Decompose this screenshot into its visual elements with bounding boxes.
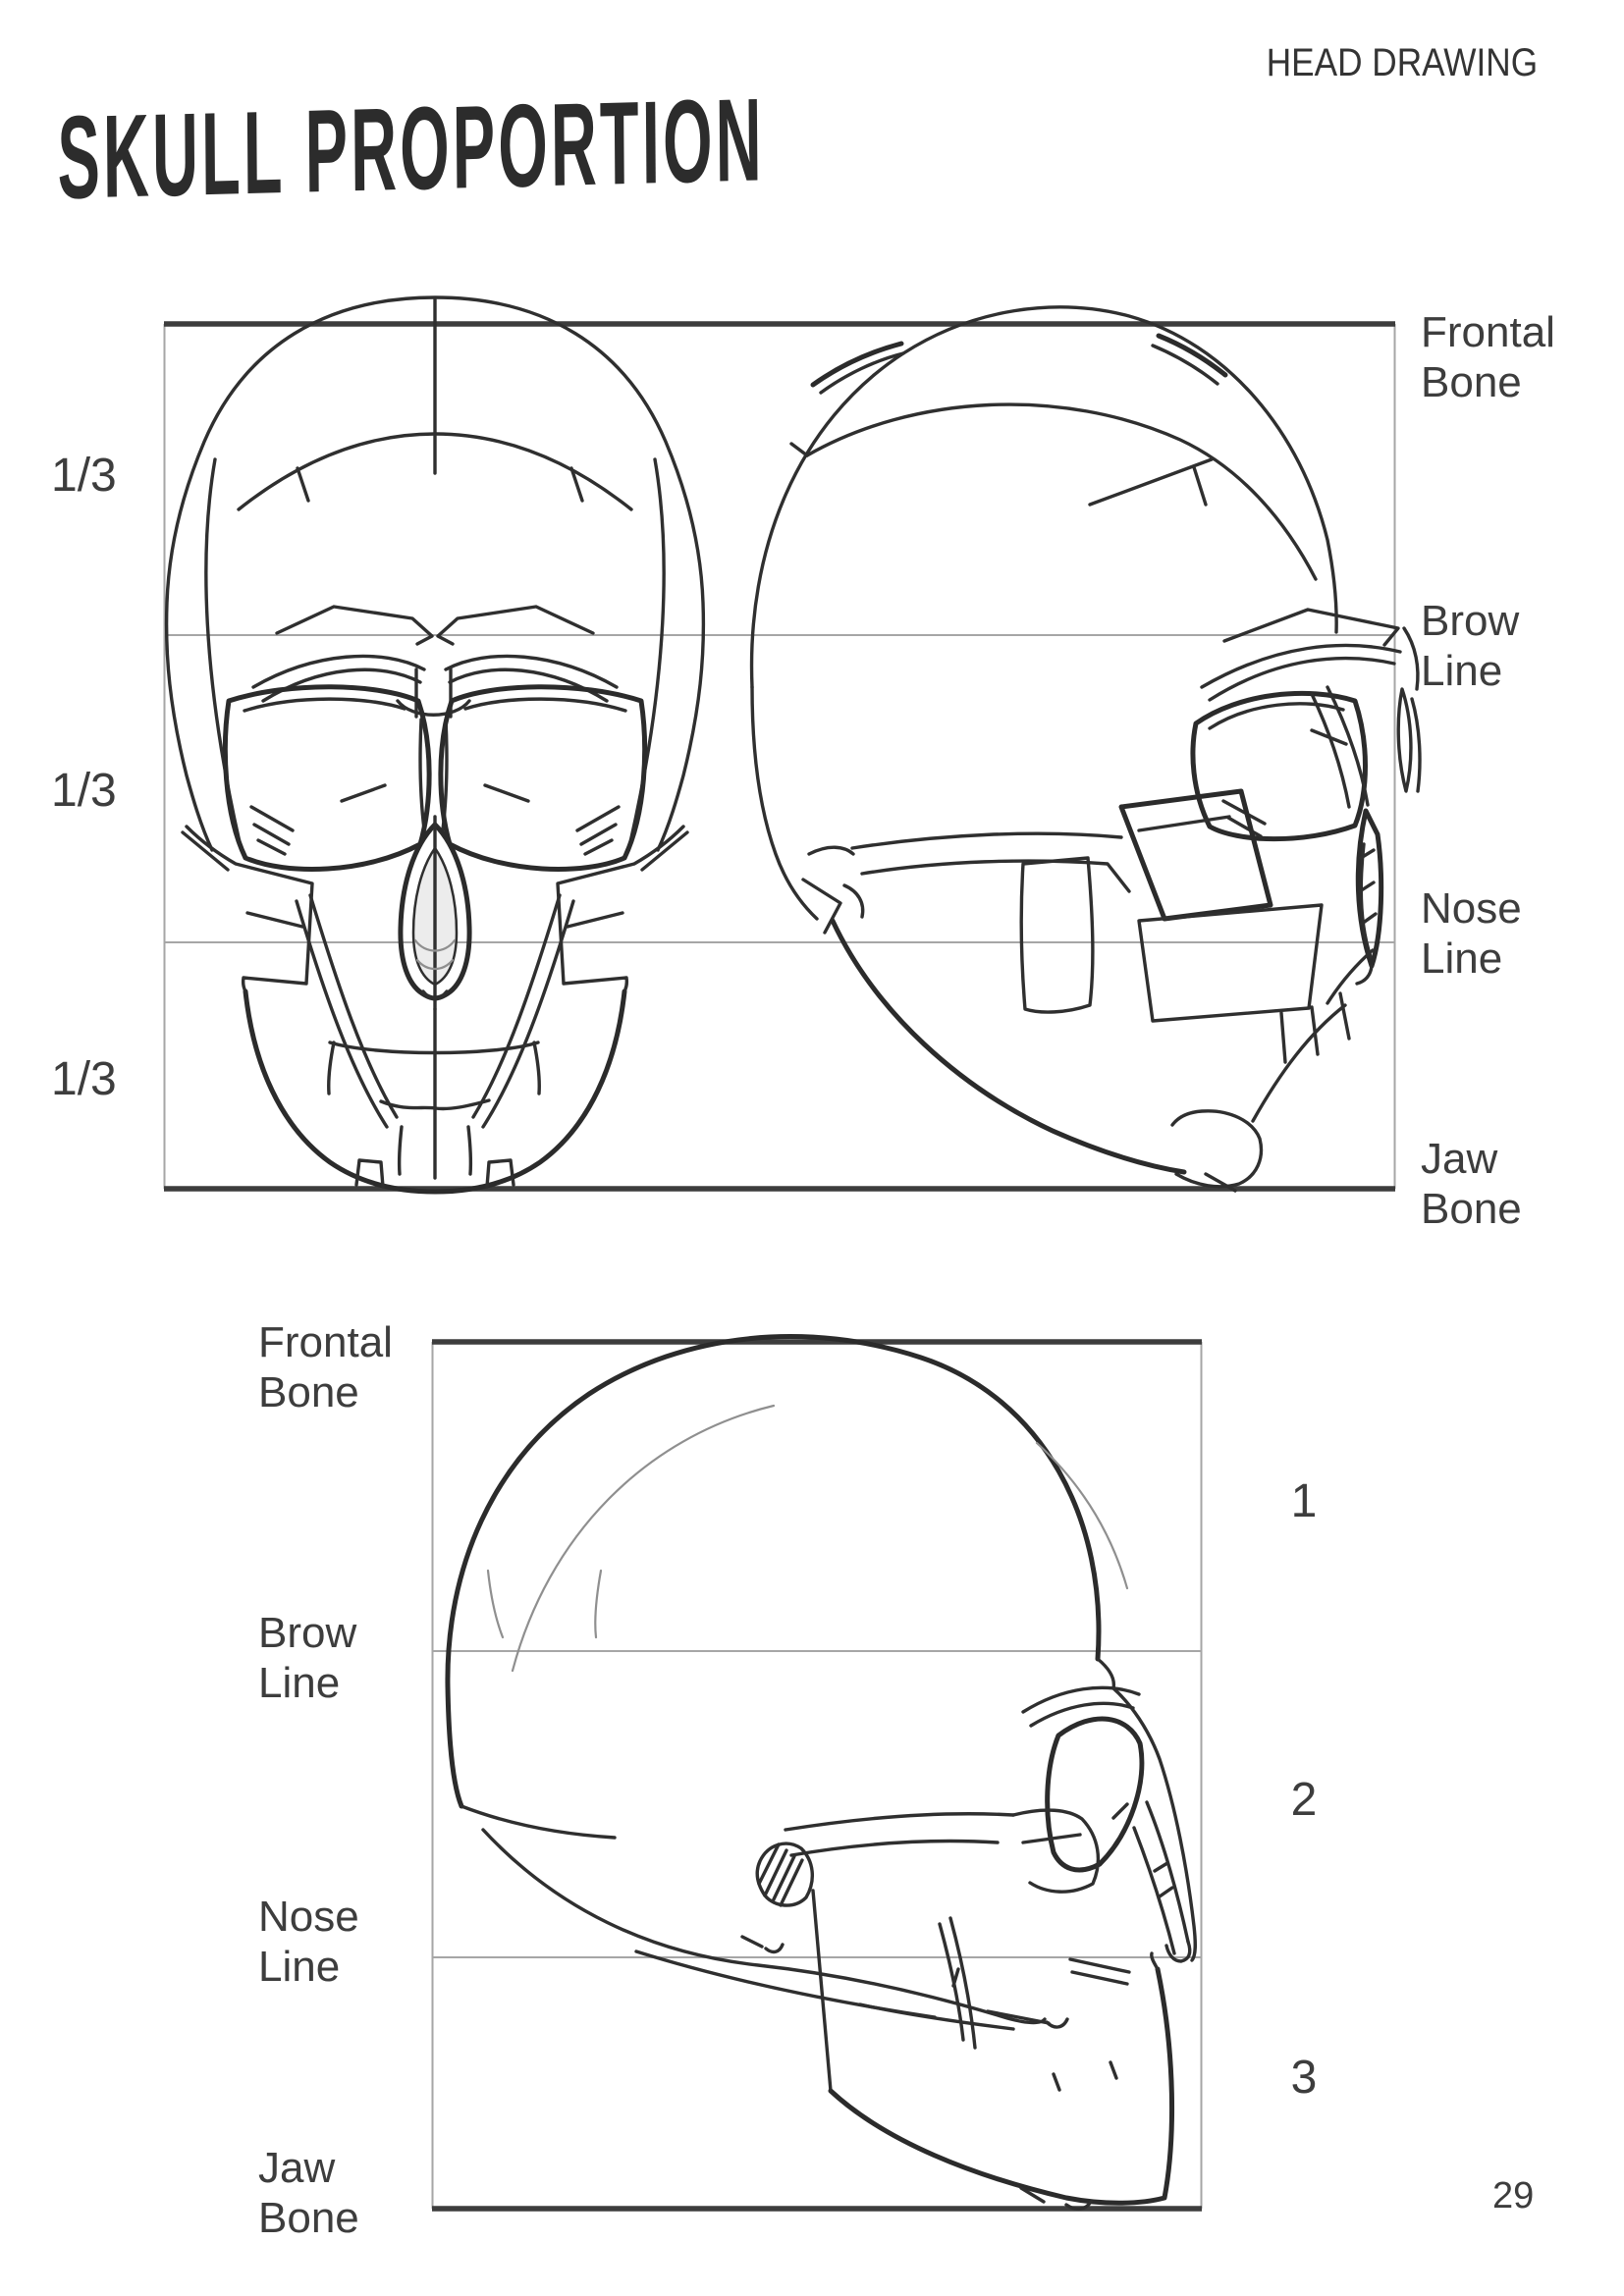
three-quarter-view-skull-drawing	[749, 305, 1422, 1193]
label-frontal-bone-bottom: Frontal Bone	[258, 1318, 393, 1416]
fraction-label-1: 1/3	[51, 450, 117, 502]
side-view-skull-drawing	[445, 1334, 1198, 2211]
label-nose-line-top: Nose Line	[1421, 884, 1522, 983]
segment-number-1: 1	[1290, 1475, 1318, 1527]
label-brow-line-top: Brow Line	[1421, 597, 1520, 695]
bottom-diagram-frame	[431, 1339, 1203, 2212]
label-brow-line-bottom: Brow Line	[258, 1609, 357, 1707]
label-frontal-bone-top: Frontal Bone	[1421, 308, 1555, 406]
segment-number-3: 3	[1290, 2052, 1318, 2104]
label-jaw-bone-bottom: Jaw Bone	[258, 2144, 359, 2242]
running-header: HEAD DRAWING	[1266, 41, 1538, 84]
top-diagram-frame	[163, 321, 1396, 1192]
label-jaw-bone-top: Jaw Bone	[1421, 1135, 1522, 1233]
front-view-skull-drawing	[164, 295, 706, 1195]
fraction-label-3: 1/3	[51, 1053, 117, 1105]
segment-number-2: 2	[1290, 1774, 1318, 1826]
fraction-label-2: 1/3	[51, 765, 117, 817]
label-nose-line-bottom: Nose Line	[258, 1893, 359, 1991]
page-number: 29	[1492, 2175, 1535, 2216]
